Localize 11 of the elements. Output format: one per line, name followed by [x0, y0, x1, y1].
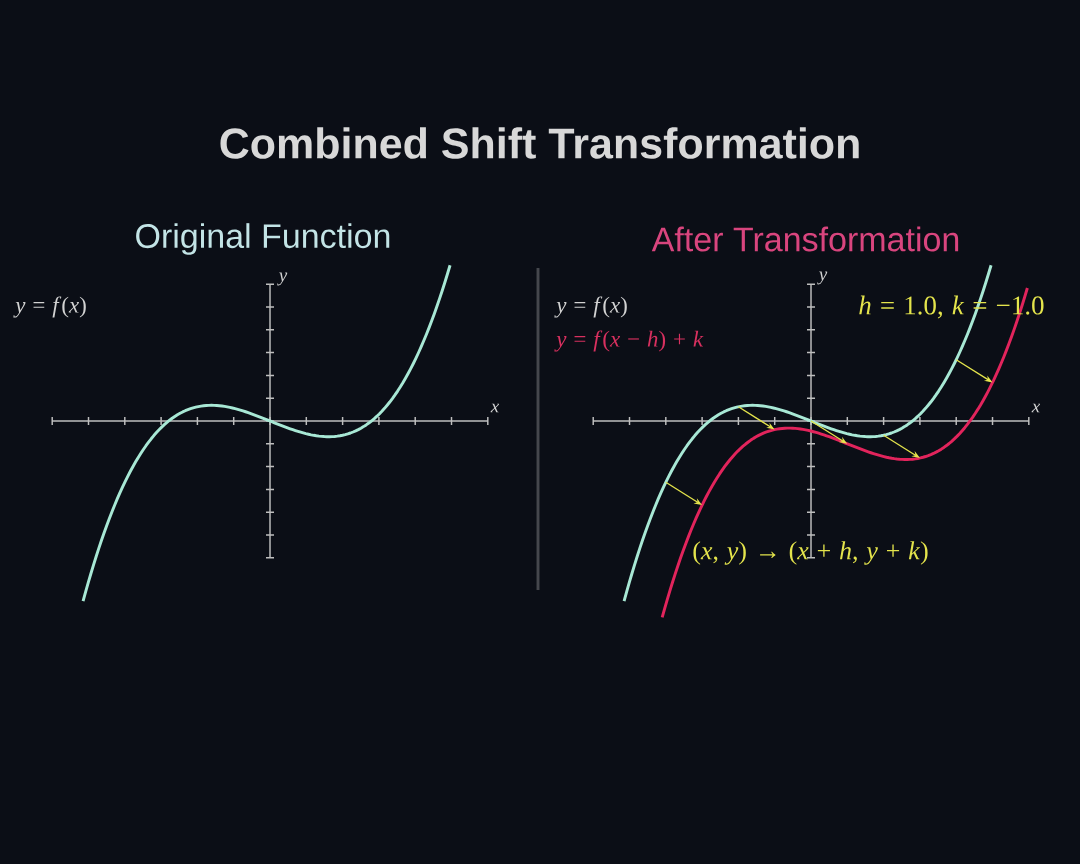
- mapping-label: (x, y) → (x + h, y + k): [693, 541, 928, 565]
- panel-heading: After Transformation: [651, 226, 959, 252]
- equation-label: y = f(x): [554, 296, 627, 318]
- equation-label: y = f(x − h) + k: [554, 330, 704, 352]
- axis-label: y: [277, 272, 288, 286]
- axis-label: y: [817, 271, 828, 285]
- title: Combined Shift Transformation: [220, 127, 859, 159]
- axis-label: x: [490, 403, 500, 413]
- axis-label: x: [1031, 403, 1041, 413]
- equation-label: y = f(x): [13, 296, 86, 318]
- panel-heading: Original Function: [136, 223, 390, 255]
